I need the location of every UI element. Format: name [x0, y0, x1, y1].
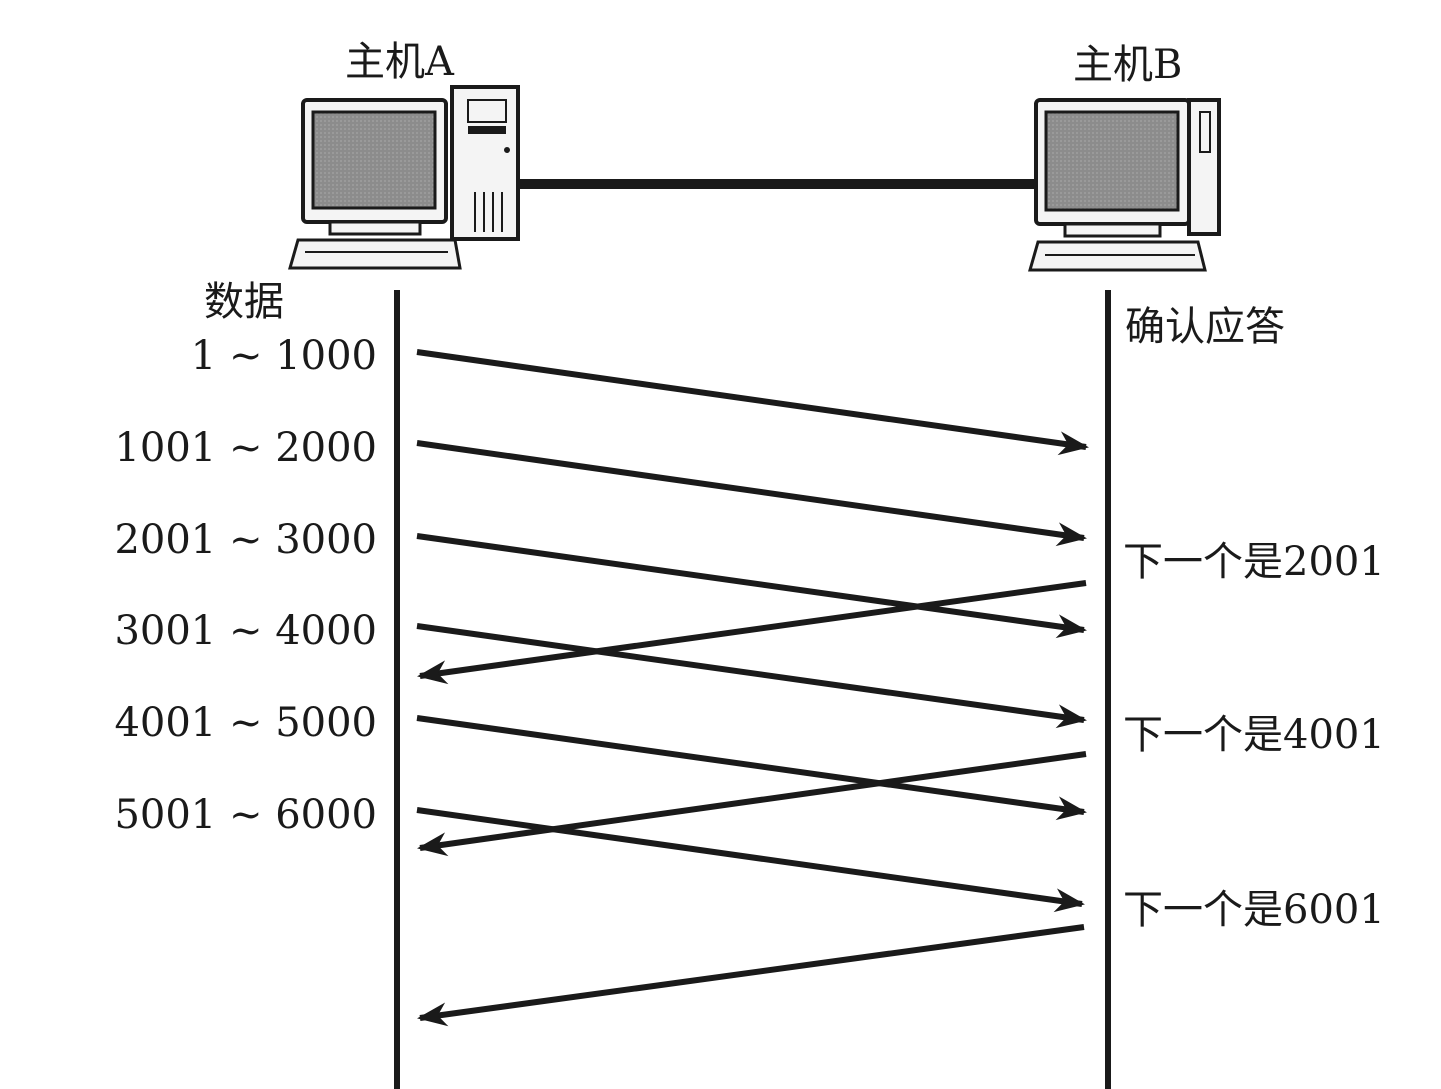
- host-a: 主机A: [288, 39, 520, 270]
- data-segment-arrow: [416, 715, 1087, 821]
- data-column-title: 数据: [204, 279, 284, 325]
- ack-arrow: [417, 751, 1087, 857]
- host-b: 主机B: [1028, 42, 1221, 272]
- host-b-label: 主机B: [1073, 42, 1182, 88]
- data-segment-arrow: [416, 807, 1085, 913]
- segment-label: 3001 ~ 4000: [114, 608, 377, 654]
- host-a-label: 主机A: [345, 39, 455, 85]
- ack-arrow: [417, 580, 1087, 685]
- segment-label: 2001 ~ 3000: [114, 517, 377, 563]
- segment-label: 1001 ~ 2000: [114, 425, 377, 471]
- data-segment-arrow: [416, 533, 1087, 639]
- ack-label: 下一个是6001: [1123, 887, 1385, 933]
- data-segment-arrow: [416, 349, 1089, 456]
- desktop-computer-icon: [1028, 98, 1221, 272]
- data-segment-arrow: [416, 623, 1087, 729]
- ack-label: 下一个是2001: [1123, 539, 1385, 585]
- segment-label: 5001 ~ 6000: [114, 792, 377, 838]
- ack-label: 下一个是4001: [1123, 712, 1385, 758]
- desktop-computer-icon: [288, 85, 520, 270]
- segment-label: 4001 ~ 5000: [114, 700, 377, 746]
- ack-column-title: 确认应答: [1125, 304, 1285, 350]
- data-segment-arrow: [416, 440, 1087, 547]
- segment-label: 1 ~ 1000: [191, 333, 377, 379]
- ack-arrow: [417, 924, 1085, 1027]
